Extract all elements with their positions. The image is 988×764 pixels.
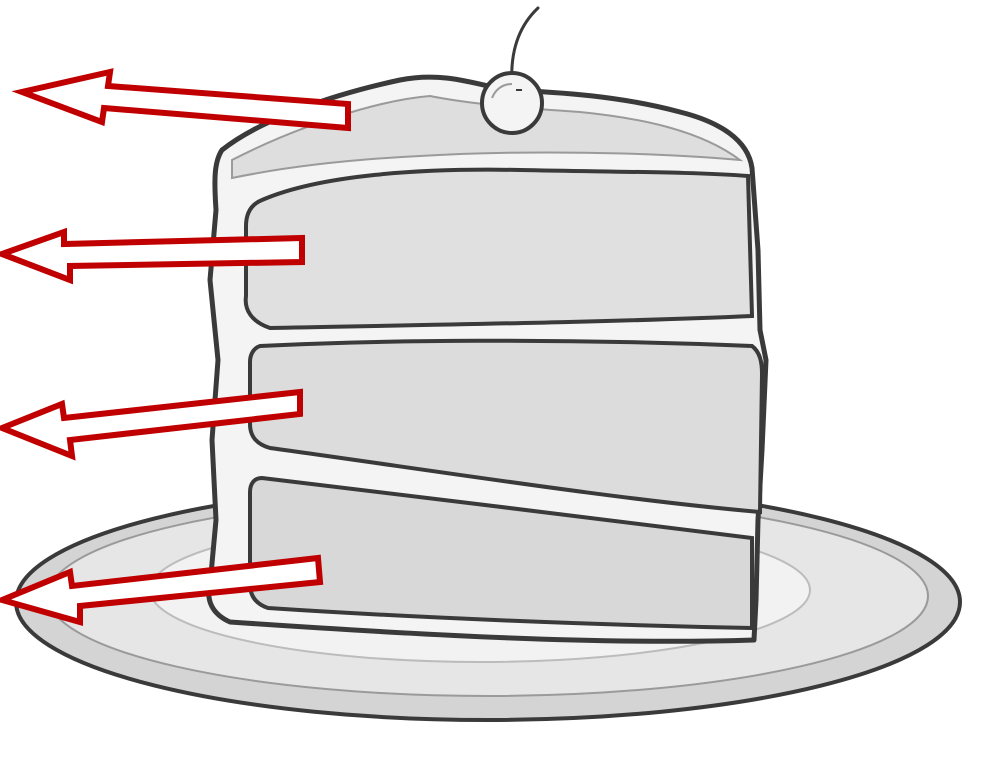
- arrow-left-icon: [22, 72, 348, 128]
- cake-layer-top: [246, 170, 752, 328]
- cherry-icon: [482, 73, 542, 133]
